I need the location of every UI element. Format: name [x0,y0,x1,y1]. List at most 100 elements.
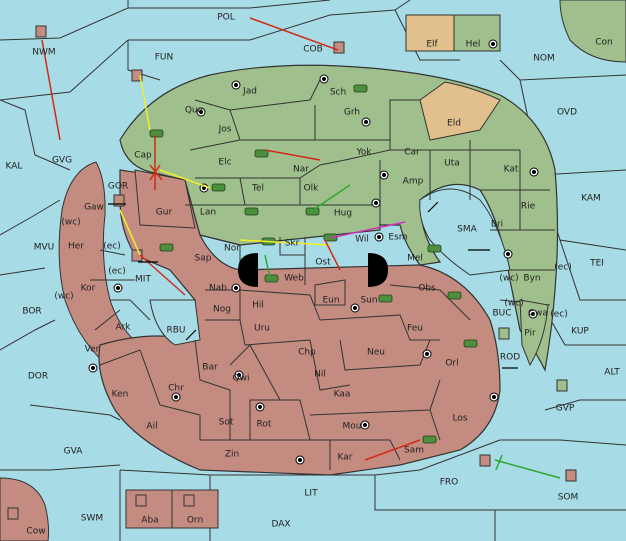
coast-tag: (ec) [554,263,572,273]
land-label: Chp [298,348,316,358]
supply-center-marker [360,420,370,430]
land-label: NWM [32,48,55,58]
sea-label-buc: BUC [492,309,511,319]
supply-center-marker [422,349,432,359]
land-label: Ken [112,390,129,400]
land-label: Sot [219,418,234,428]
fleet-flags[interactable] [7,25,577,520]
region-pir[interactable] [519,299,549,367]
sea-label-swm: SWM [81,514,103,524]
land-label: Skr [285,239,300,249]
region-black-west[interactable] [238,253,258,287]
flag-marker [333,41,345,54]
inner-sea-sma[interactable] [419,188,511,276]
inlet-rbu[interactable] [149,299,201,346]
land-label: Uta [444,159,460,169]
sea-label-rbu: RBU [166,326,185,336]
land-label: Jad [242,87,257,97]
region-cow[interactable] [0,477,50,541]
supply-center-marker [255,402,265,412]
land-label: Qua [185,106,203,116]
land-label: Ail [146,422,157,432]
army-unit [463,339,478,348]
land-labels: NWM COB Elf Hel Con Jad Sch Qua Jos Grh … [26,38,612,537]
sea-label-kam: KAM [581,194,601,204]
region-eld[interactable] [419,81,501,141]
sea-label-gvp: GVP [556,404,575,414]
land-label: Mel [407,254,423,264]
coast-tag: (wc) [504,299,523,309]
sea-label-dor: DOR [28,372,48,382]
supply-center-marker [503,249,513,259]
land-label: Pir [524,329,536,339]
land-label: Cow [26,527,45,537]
land-label: Kar [338,453,353,463]
land-label: COB [303,45,323,55]
sea-label-fro: FRO [440,478,459,488]
land-label: Ark [115,323,131,333]
flag-marker [479,454,491,467]
land-label: Hel [466,40,481,50]
land-label: Lan [200,208,216,218]
land-label: Con [595,38,613,48]
continent-north[interactable] [119,64,559,372]
land-label: Mou [343,422,362,432]
adjacency-arrows [108,201,518,369]
supply-center-marker [171,392,181,402]
land-label: Nab [209,284,227,294]
army-units[interactable] [149,84,478,444]
flag-marker [113,194,125,207]
flag-marker [498,327,510,340]
land-label: Rot [257,420,272,430]
region-gur[interactable] [134,169,196,229]
sea-label-fun: FUN [155,53,174,63]
sea-label-sma: SMA [457,225,477,235]
supply-center-marker [113,283,123,293]
region-orn[interactable] [171,489,219,529]
supply-center-marker [371,198,381,208]
land-label: MIT [135,275,151,285]
sea-label-lit: LIT [304,489,318,499]
supply-center-marker [379,170,389,180]
flag-marker [183,494,195,507]
army-unit [254,149,269,158]
supply-center-marker [319,74,329,84]
coast-tag: (wc) [499,274,518,284]
green-flags[interactable] [498,327,568,392]
land-label: Kaa [334,390,351,400]
land-label: Eun [322,296,339,306]
land-label: Aba [141,516,158,526]
supply-center-marker [488,39,498,49]
land-label: Bar [202,363,218,373]
land-label: Tel [251,184,264,194]
army-unit [378,294,393,303]
army-unit [264,274,279,283]
region-elf[interactable] [405,14,455,52]
coast-tag: (ec) [108,267,126,277]
land-label: Zin [225,450,239,460]
supply-center-marker [234,370,244,380]
flag-marker [556,379,568,392]
region-con[interactable] [559,0,626,63]
land-label: Orl [445,359,458,369]
supply-center-marker [374,232,384,242]
land-label: Eld [447,119,461,129]
land-label: Kat [504,165,519,175]
land-label: Rie [521,202,536,212]
sea-label-rod: ROD [500,353,520,363]
land-label: Amp [403,177,424,187]
land-label: Yok [355,148,372,158]
sea-label-gvg: GVG [52,156,72,166]
region-aba[interactable] [125,489,173,529]
land-label: Car [404,148,420,158]
region-black-east[interactable] [368,253,388,287]
land-label: Her [68,242,84,252]
land-label: Sam [404,446,424,456]
land-label: Byn [523,274,540,284]
land-label: Feu [407,324,423,334]
army-unit [447,291,462,300]
army-unit [305,207,320,216]
sea-label-ovd: OVD [557,108,577,118]
land-label: Nor [224,244,240,254]
